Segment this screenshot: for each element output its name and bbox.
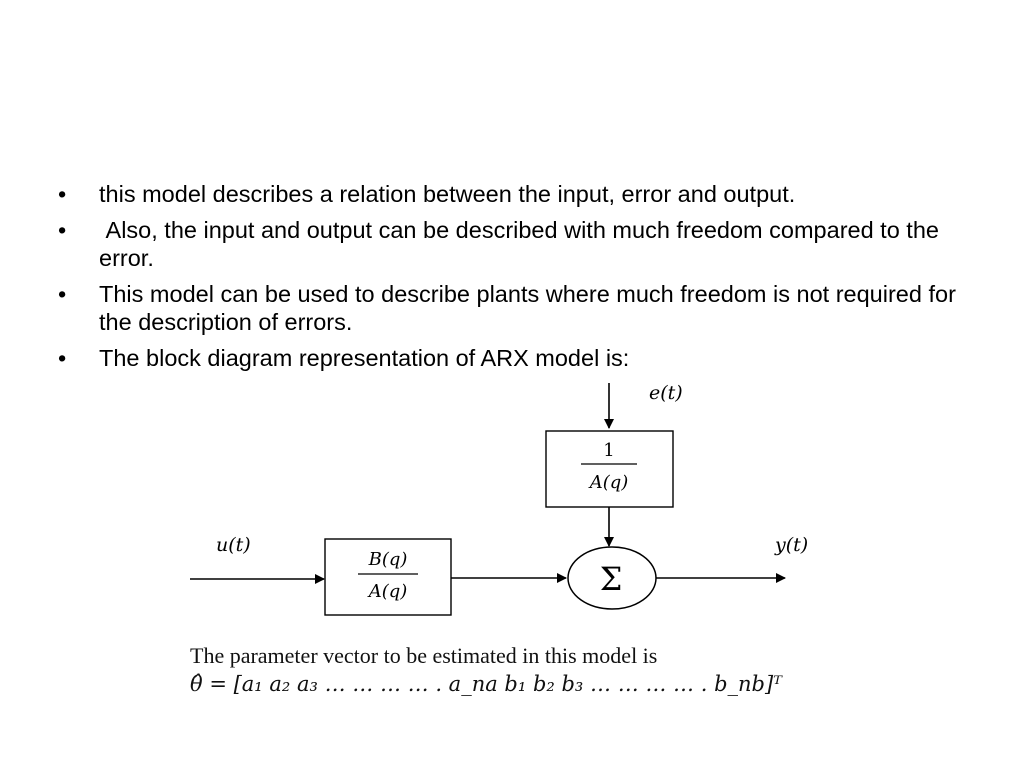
bullet-text: this model describes a relation between …: [99, 181, 796, 207]
bullet-dot: •: [58, 181, 67, 207]
bullet-item: • Also, the input and output can be desc…: [58, 216, 958, 272]
summing-junction: Σ: [567, 546, 657, 610]
bullet-item: • This model can be used to describe plan…: [58, 280, 958, 336]
bullet-list: • this model describes a relation between…: [58, 180, 958, 380]
bullet-dot: •: [58, 281, 67, 307]
bullet-dot: •: [58, 217, 67, 243]
parameter-equation: θ̂ = [a₁ a₂ a₃ … … … … . a_na b₁ b₂ b₃ ……: [190, 672, 782, 696]
plant-block: B(q) A(q): [324, 538, 452, 616]
bullet-item: • The block diagram representation of ARX…: [58, 344, 958, 372]
output-label: y(t): [774, 534, 808, 556]
noise-filter-block: 1 A(q): [545, 430, 674, 508]
parameter-description: The parameter vector to be estimated in …: [190, 643, 658, 668]
bullet-dot: •: [58, 345, 67, 371]
noise-block-denominator: A(q): [588, 472, 629, 493]
noise-block-numerator: 1: [603, 440, 614, 461]
noise-label: e(t): [649, 382, 683, 404]
input-label: u(t): [216, 534, 251, 556]
plant-block-denominator: A(q): [367, 581, 408, 602]
bullet-text: This model can be used to describe plant…: [99, 281, 956, 335]
plant-block-numerator: B(q): [368, 549, 408, 570]
bullet-text: The block diagram representation of ARX …: [99, 345, 630, 371]
bullet-text: Also, the input and output can be descri…: [99, 217, 946, 271]
sigma-icon: Σ: [600, 560, 623, 598]
bullet-item: • this model describes a relation between…: [58, 180, 958, 208]
